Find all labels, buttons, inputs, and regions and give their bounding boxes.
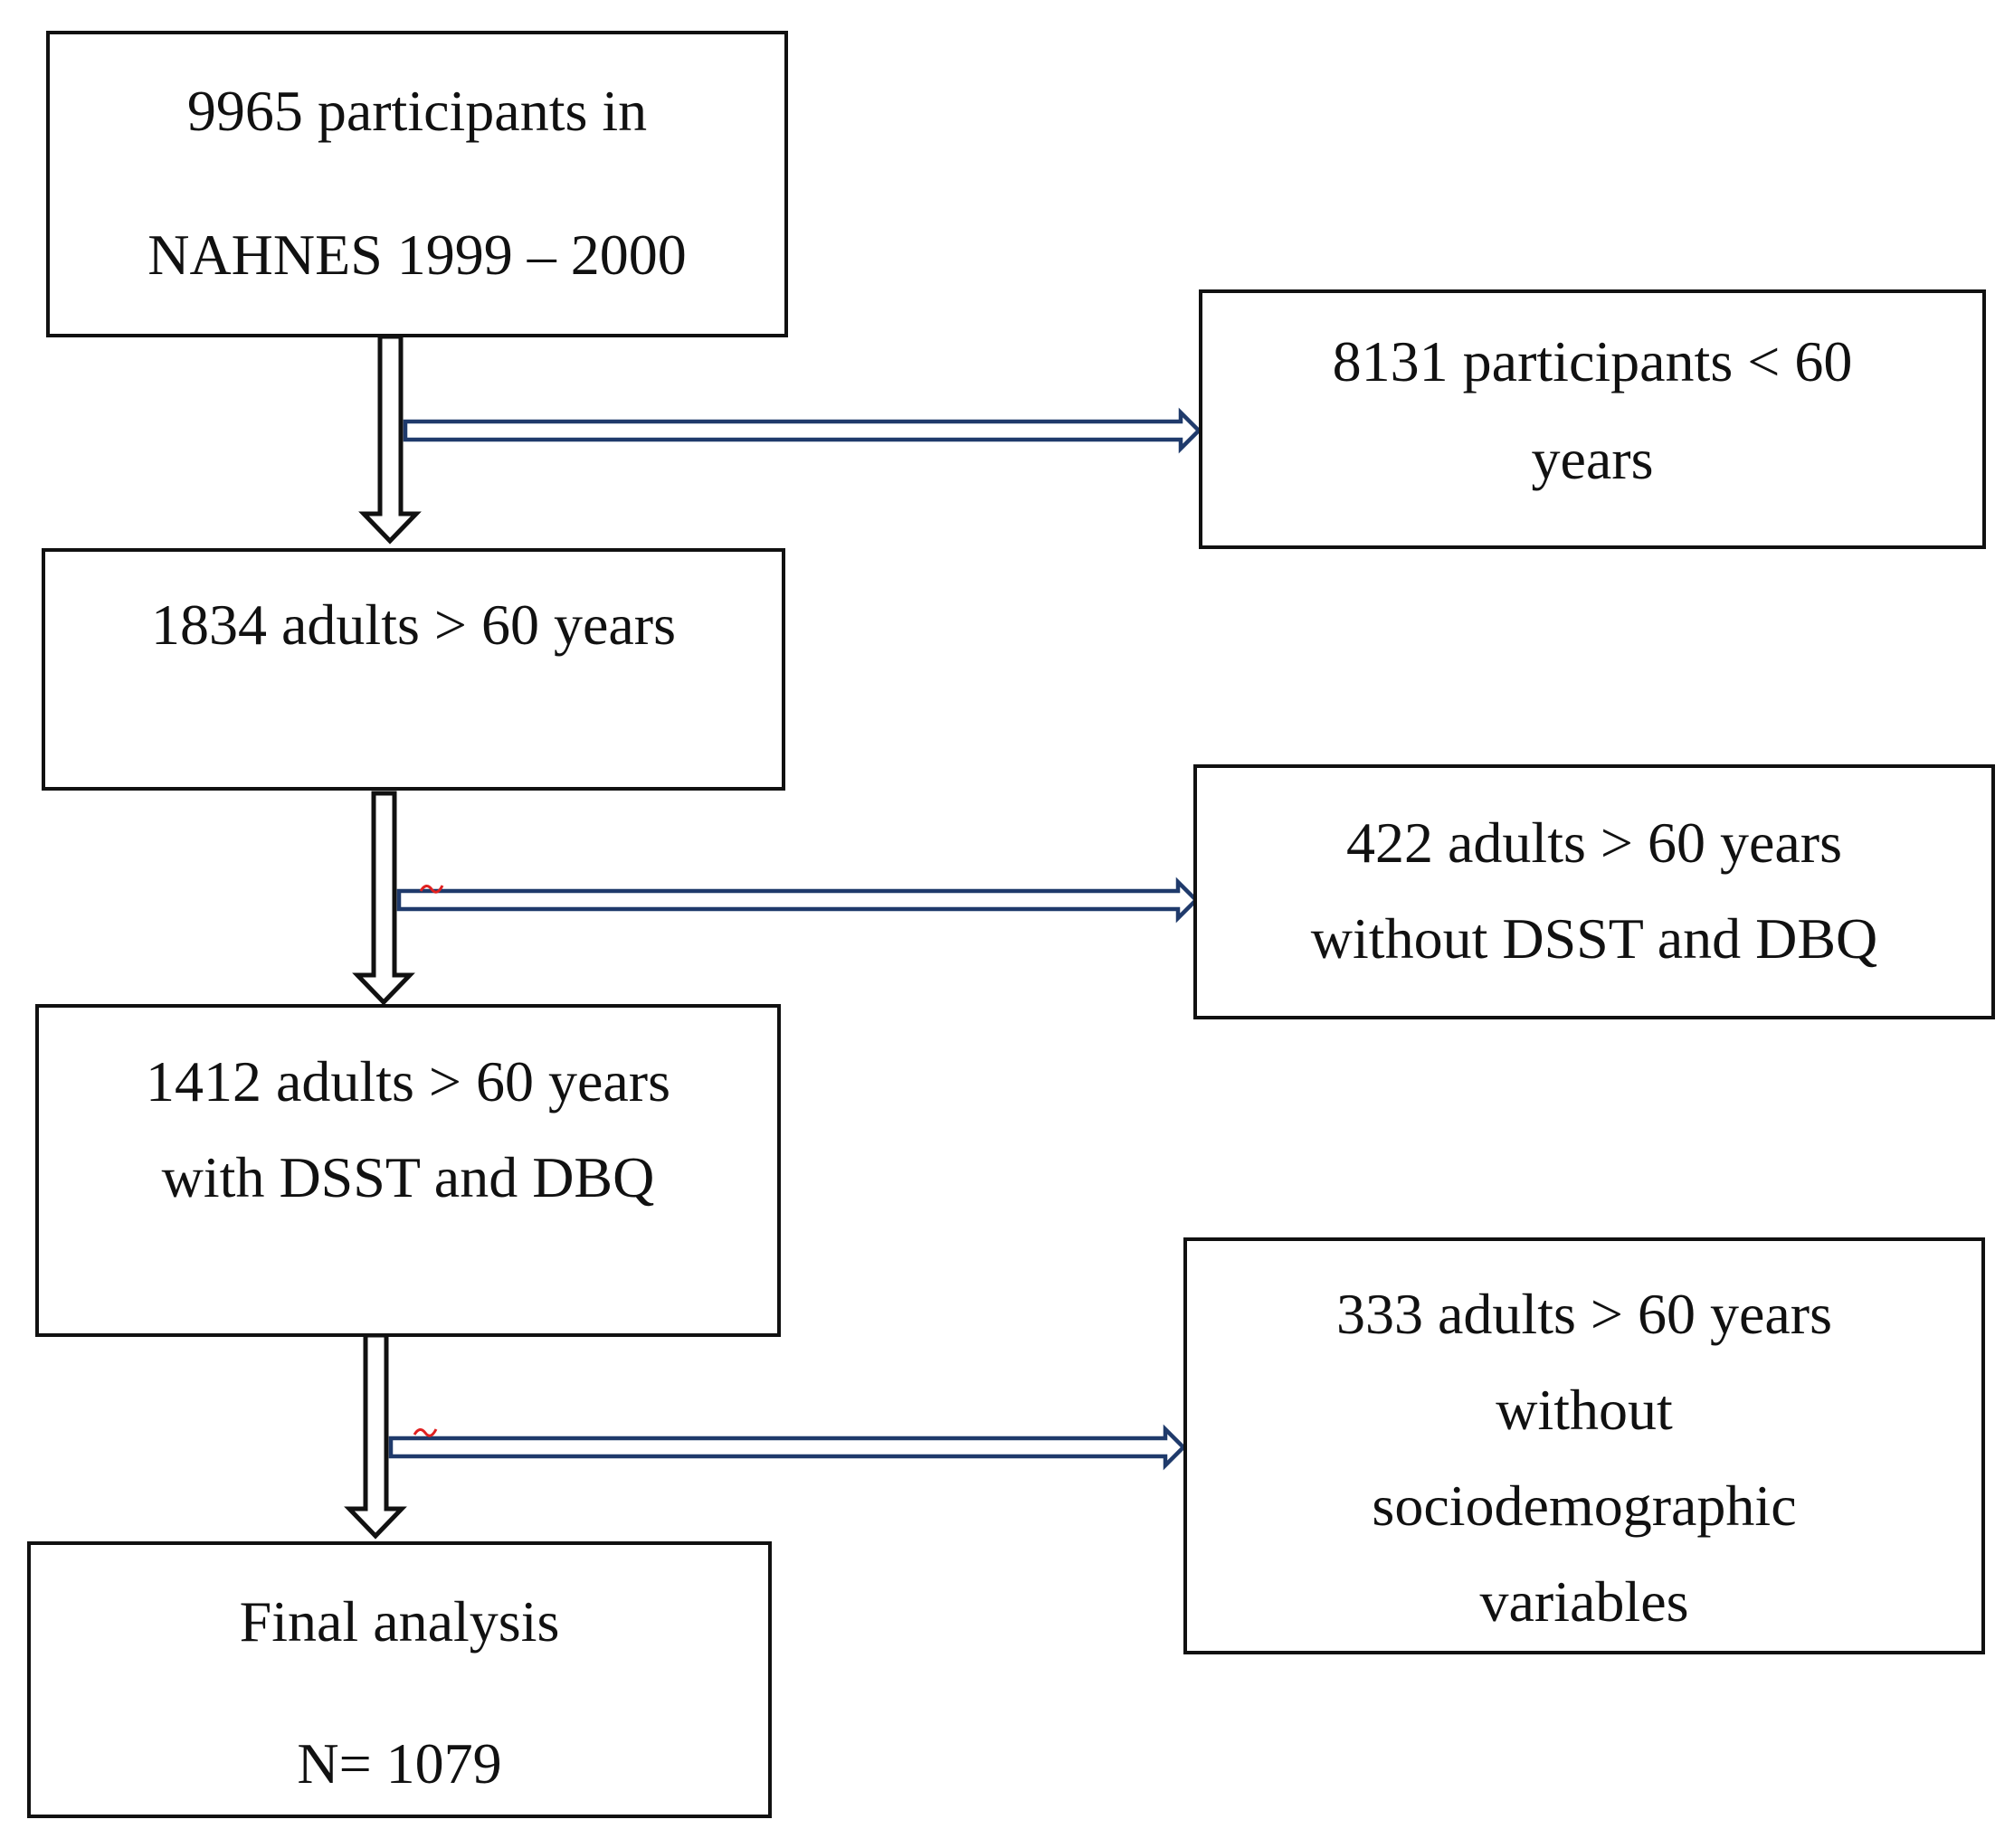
down-arrow-2 [352, 791, 415, 1006]
box-total-participants: 9965 participants in NAHNES 1999 – 2000 [46, 31, 788, 337]
box-total-line1: 9965 participants in [186, 79, 648, 143]
box-adults-1834: 1834 adults > 60 years [42, 548, 785, 791]
down-arrow-1 [358, 334, 422, 545]
box-without-sociodemographic: 333 adults > 60 years without sociodemog… [1183, 1237, 1985, 1654]
box-final-line2: N= 1079 [297, 1731, 502, 1796]
red-mark-2 [413, 1428, 438, 1437]
box-without-dsst-line2: without DSST and DBQ [1310, 906, 1878, 971]
red-mark-1 [419, 885, 444, 894]
box-adults-1834-line1: 1834 adults > 60 years [151, 592, 676, 657]
down-arrow-3 [344, 1332, 407, 1540]
box-final-line1: Final analysis [239, 1589, 560, 1654]
box-without-socio-line4: variables [1479, 1569, 1689, 1634]
box-final-analysis: Final analysis N= 1079 [27, 1541, 772, 1818]
box-without-dsst-line1: 422 adults > 60 years [1346, 810, 1842, 875]
box-with-dsst: 1412 adults > 60 years with DSST and DBQ [35, 1004, 781, 1337]
side-arrow-1 [403, 407, 1202, 454]
box-under-60: 8131 participants < 60 years [1199, 289, 1986, 549]
side-arrow-2 [396, 877, 1200, 924]
box-under-60-line1: 8131 participants < 60 [1332, 329, 1853, 393]
side-arrow-3 [388, 1424, 1187, 1471]
box-total-line2: NAHNES 1999 – 2000 [147, 223, 687, 287]
box-with-dsst-line1: 1412 adults > 60 years [146, 1049, 670, 1114]
box-without-socio-line1: 333 adults > 60 years [1336, 1282, 1832, 1346]
box-under-60-line2: years [1531, 427, 1654, 491]
box-with-dsst-line2: with DSST and DBQ [161, 1145, 655, 1209]
box-without-socio-line2: without [1496, 1378, 1673, 1442]
box-without-dsst: 422 adults > 60 years without DSST and D… [1193, 764, 1995, 1019]
box-without-socio-line3: sociodemographic [1372, 1474, 1797, 1538]
